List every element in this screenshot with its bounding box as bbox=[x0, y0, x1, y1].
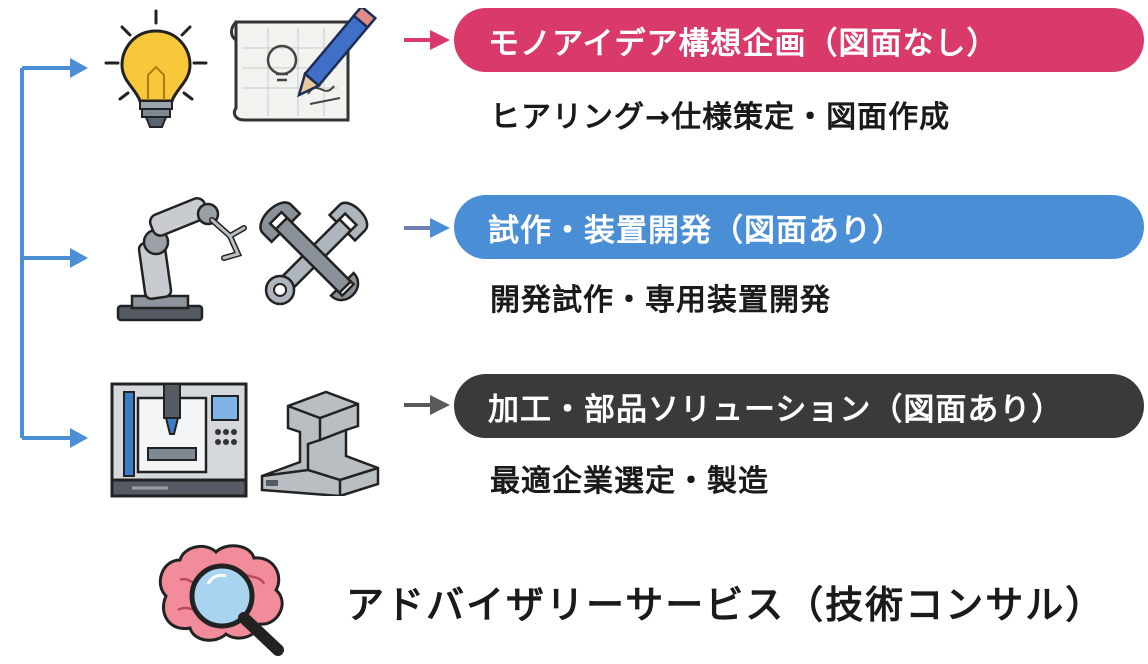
brain-magnifier-icon bbox=[158, 544, 284, 656]
blueprint-pencil-icon bbox=[230, 8, 378, 122]
advisory-service-label: アドバイザリーサービス（技術コンサル） bbox=[346, 583, 1106, 627]
service-subtitle-machining: 最適企業選定・製造 bbox=[490, 464, 769, 499]
lightbulb-icon bbox=[104, 9, 208, 128]
right-bracket bbox=[402, 30, 450, 415]
robot-arm-icon bbox=[116, 197, 247, 322]
left-bracket bbox=[20, 58, 88, 448]
service-subtitle-prototype: 開発試作・専用装置開発 bbox=[490, 283, 831, 318]
wrenches-icon bbox=[259, 201, 369, 306]
service-pill-machining[interactable]: 加工・部品ソリューション（図面あり） bbox=[454, 374, 1144, 438]
steel-rail-icon bbox=[260, 390, 380, 496]
service-pill-prototype[interactable]: 試作・装置開発（図面あり） bbox=[454, 195, 1144, 259]
cnc-machine-icon bbox=[110, 382, 248, 498]
service-subtitle-concept: ヒアリング→仕様策定・図面作成 bbox=[490, 100, 951, 135]
service-pill-concept[interactable]: モノアイデア構想企画（図面なし） bbox=[454, 8, 1144, 72]
